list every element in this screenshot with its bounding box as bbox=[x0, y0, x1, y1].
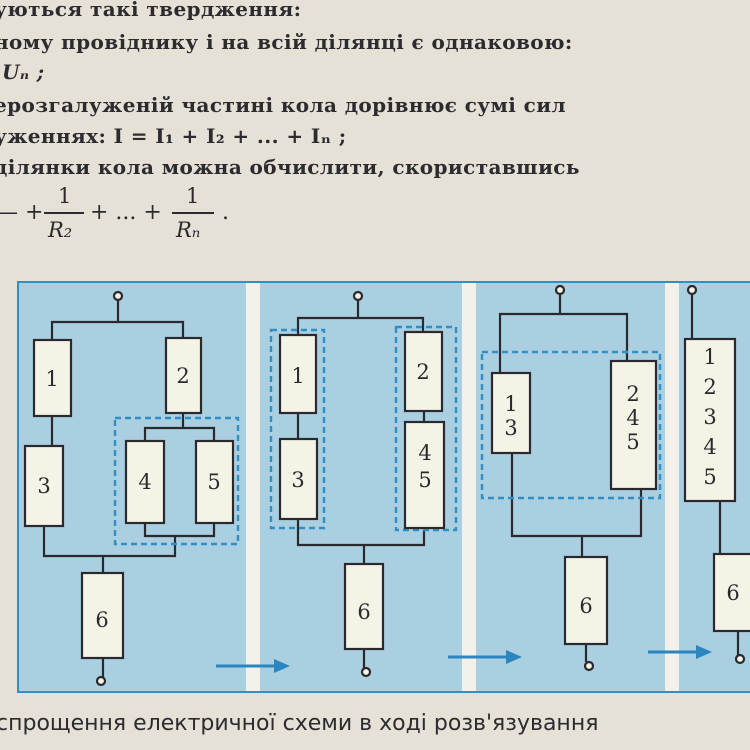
label-r6-stage2: 6 bbox=[357, 600, 370, 624]
stage-2-group-box-right bbox=[394, 325, 458, 532]
stage-3-group-box bbox=[480, 350, 662, 500]
stage-1-wires bbox=[42, 290, 216, 687]
label-digit: 4 bbox=[703, 435, 716, 459]
text-line-6: ділянки кола можна обчислити, скориставш… bbox=[0, 155, 580, 179]
label-r6-stage4: 6 bbox=[726, 581, 739, 605]
formula-frac2-num: 1 bbox=[186, 184, 200, 208]
figure-stripe bbox=[246, 282, 260, 692]
resistor-13 bbox=[490, 371, 532, 455]
resistor-5 bbox=[194, 439, 235, 525]
formula-lead: — + bbox=[0, 200, 44, 225]
label-digit: 5 bbox=[626, 430, 639, 454]
resistor-3 bbox=[278, 437, 319, 521]
stage-2-group-box-left bbox=[269, 328, 326, 530]
label-r6: 6 bbox=[95, 608, 108, 632]
arrow-right-icon bbox=[448, 650, 522, 664]
text-line-1: уються такі твердження: bbox=[0, 0, 302, 21]
figure-panel-border bbox=[17, 281, 750, 693]
formula-middle: + ... + bbox=[90, 200, 162, 225]
formula-frac1-num: 1 bbox=[58, 184, 72, 208]
stage-3-wires bbox=[498, 284, 643, 672]
label-r6-stage3: 6 bbox=[579, 594, 592, 618]
resistor-12345 bbox=[683, 337, 737, 503]
label-r12345-stage4: 1 2 3 4 5 bbox=[703, 345, 716, 489]
resistor-6 bbox=[80, 571, 125, 660]
label-digit: 3 bbox=[703, 405, 716, 429]
resistor-45 bbox=[403, 420, 446, 530]
resistor-2 bbox=[164, 336, 203, 415]
label-r4: 4 bbox=[138, 470, 151, 494]
resistor-245 bbox=[609, 359, 658, 491]
resistor-6 bbox=[712, 552, 750, 633]
figure-caption: спрощення електричної схеми в ході розв'… bbox=[0, 711, 599, 736]
arrow-right-icon bbox=[648, 645, 712, 659]
stage-1-group-box bbox=[113, 416, 240, 546]
resistor-4 bbox=[124, 439, 166, 525]
label-digit: 1 bbox=[703, 345, 716, 369]
label-r2: 2 bbox=[176, 364, 189, 388]
formula-frac2-bar bbox=[172, 212, 214, 214]
formula-frac1-bar bbox=[44, 212, 84, 214]
stage-4-wires bbox=[686, 284, 746, 665]
label-r3: 3 bbox=[37, 474, 50, 498]
resistor-1 bbox=[32, 338, 73, 418]
text-line-2: ному провіднику і на всій ділянці є одна… bbox=[0, 30, 573, 54]
label-digit: 1 bbox=[504, 392, 517, 416]
resistor-1 bbox=[278, 333, 318, 415]
label-digit: 5 bbox=[703, 465, 716, 489]
resistor-2 bbox=[403, 330, 444, 413]
label-digit: 3 bbox=[504, 416, 517, 440]
figure-stripe bbox=[462, 282, 476, 692]
figure-stripe bbox=[665, 282, 679, 692]
label-digit: 2 bbox=[626, 382, 639, 406]
label-digit: 4 bbox=[626, 406, 639, 430]
resistor-6 bbox=[343, 562, 385, 651]
label-r1-stage2: 1 bbox=[291, 364, 304, 388]
label-r3-stage2: 3 bbox=[291, 468, 304, 492]
formula-frac1-den: R₂ bbox=[48, 218, 73, 242]
label-digit: 2 bbox=[703, 375, 716, 399]
formula-frac2-den: Rₙ bbox=[176, 218, 201, 242]
formula-end: . bbox=[222, 200, 229, 225]
stage-2-wires bbox=[296, 290, 426, 678]
text-line-5: уженнях: I = I₁ + I₂ + ... + Iₙ ; bbox=[0, 124, 347, 148]
label-digit: 4 bbox=[418, 441, 431, 465]
text-line-3: Uₙ ; bbox=[2, 60, 45, 84]
label-digit: 5 bbox=[418, 468, 431, 492]
text-line-4: ерозгалуженій частині кола дорівнює сумі… bbox=[0, 93, 566, 117]
label-r2-stage2: 2 bbox=[416, 360, 429, 384]
resistor-6 bbox=[563, 555, 609, 646]
label-r1: 1 bbox=[45, 367, 58, 391]
arrow-right-icon bbox=[216, 659, 290, 673]
label-r5: 5 bbox=[207, 470, 220, 494]
resistor-3 bbox=[23, 444, 65, 528]
